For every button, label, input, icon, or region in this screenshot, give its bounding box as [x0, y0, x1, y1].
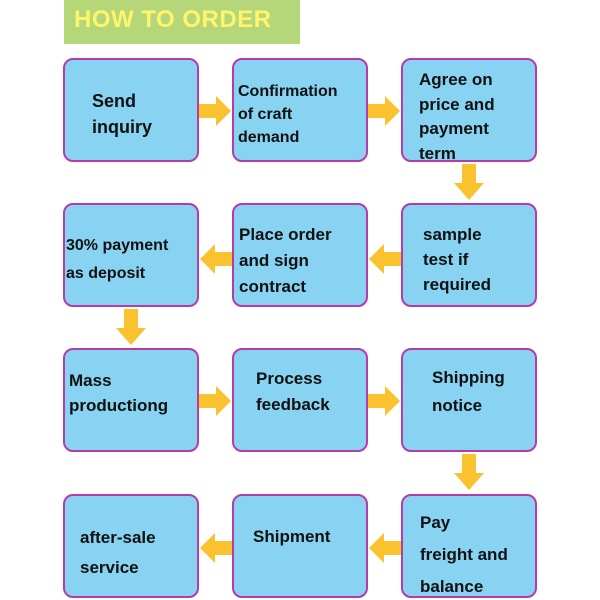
step-pay-freight-balance: Pay freight and balance	[401, 494, 537, 598]
step-shipping-notice: Shipping notice	[401, 348, 537, 452]
step-confirmation-of-craft-demand: Confirmation of craft demand	[232, 58, 368, 162]
step-label: Pay freight and balance	[420, 513, 508, 596]
step-label: sample test if required	[423, 225, 492, 294]
step-label: Agree on price and payment term	[419, 70, 495, 162]
step-after-sale-service: after-sale service	[63, 494, 199, 598]
step-place-order: Place order and sign contract	[232, 203, 368, 307]
step-label: after-sale service	[80, 528, 156, 577]
step-agree-on-price: Agree on price and payment term	[401, 58, 537, 162]
step-mass-production: Mass productiong	[63, 348, 199, 452]
step-sample-test: sample test if required	[401, 203, 537, 307]
step-label: Process feedback	[256, 369, 330, 414]
step-label: Confirmation of craft demand	[238, 83, 338, 146]
step-label: 30% payment as deposit	[66, 237, 169, 282]
step-label: Send inquiry	[92, 91, 153, 137]
step-send-inquiry: Send inquiry	[63, 58, 199, 162]
step-label: Shipment	[253, 527, 331, 546]
step-process-feedback: Process feedback	[232, 348, 368, 452]
step-label: Mass productiong	[69, 371, 169, 415]
step-shipment: Shipment	[232, 494, 368, 598]
step-label: Place order and sign contract	[239, 225, 332, 296]
step-label: Shipping notice	[432, 368, 505, 415]
page-title: HOW TO ORDER	[74, 6, 272, 33]
step-30-percent-deposit: 30% payment as deposit	[63, 203, 199, 307]
title-banner: HOW TO ORDER	[64, 0, 300, 44]
